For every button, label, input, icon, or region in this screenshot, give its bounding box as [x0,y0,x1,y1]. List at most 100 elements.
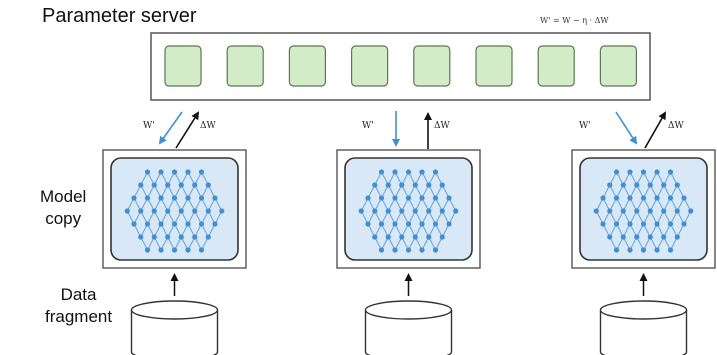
network-node [392,195,398,201]
worker-group [102,149,716,355]
network-node [640,169,647,175]
worker-1-up-label: ΔW [200,121,216,131]
network-node [654,221,660,227]
network-node [667,221,674,227]
worker-3-down-arrow [615,111,638,145]
network-node [667,169,674,175]
network-node [627,195,633,201]
parameter-server-box [150,32,651,101]
network-node [399,234,405,240]
network-node [131,221,137,227]
data-fragment-label-line1: Data [60,285,97,304]
network-node [138,208,144,214]
network-node [378,195,385,201]
network-node [593,208,599,214]
worker-1-down-arrow [158,111,183,145]
network-node [185,169,191,175]
page-title: Parameter server [42,5,197,27]
network-node [432,247,439,253]
network-node [432,221,439,227]
network-node [192,234,198,240]
worker-2 [336,149,481,355]
network-node [439,208,445,214]
network-node [654,247,660,253]
network-node [453,208,459,214]
network-node [171,247,178,253]
network-node [613,195,620,201]
network-node [171,195,178,201]
network-node [426,234,432,240]
network-node [219,208,225,214]
network-node [654,195,660,201]
network-node [600,221,606,227]
network-node [205,208,211,214]
network-node [185,221,191,227]
network-node [392,247,398,253]
network-node [688,208,694,214]
parameter-shard [164,45,202,87]
parameter-shard [537,45,575,87]
network-node [607,208,613,214]
parameter-shard [413,45,451,87]
network-node [178,182,184,188]
network-node [399,182,405,188]
network-node [674,182,680,188]
network-node [681,221,687,227]
network-node [426,182,432,188]
network-node [198,195,205,201]
network-node [205,234,211,240]
model-copy-label-line1: Model [40,187,87,206]
worker-3 [571,149,716,355]
network-node [378,247,385,253]
parameter-shard [226,45,264,87]
network-node [392,169,398,175]
worker-1-up-arrow [175,111,200,149]
model-copy-label-line2: copy [45,209,82,228]
network-node [647,234,653,240]
network-node [405,247,412,253]
network-node [198,221,205,227]
network-node [681,195,687,201]
network-node [212,221,218,227]
network-node [439,182,445,188]
network-node [405,195,412,201]
network-node [661,182,667,188]
network-node [178,234,184,240]
network-node [412,234,418,240]
network-node [185,247,191,253]
network-node [165,182,171,188]
network-node [446,195,452,201]
network-node [674,234,680,240]
network-node [432,195,439,201]
network-node [365,195,371,201]
network-node [158,169,164,175]
network-node [392,221,398,227]
network-node [198,169,205,175]
network-node [620,182,626,188]
network-node [661,208,667,214]
network-node [439,234,445,240]
network-node [640,247,647,253]
network-node [634,208,640,214]
network-node [171,169,178,175]
network-node [171,221,178,227]
network-node [151,182,157,188]
network-node [634,182,640,188]
network-node [358,208,364,214]
data-fragment-label: Data fragment [45,284,112,328]
network-node [158,221,164,227]
worker-1-down-label: W' [143,121,155,131]
network-node [613,169,620,175]
worker-3-up-arrow [644,111,666,149]
network-node [144,221,151,227]
data-fragment-cylinder-top [130,300,219,320]
network-node [654,169,660,175]
data-fragment-label-line2: fragment [45,307,113,326]
network-node [419,195,425,201]
parameter-shard [599,45,638,87]
network-node [178,208,184,214]
network-node [185,195,191,201]
network-node [647,182,653,188]
network-node [205,182,211,188]
